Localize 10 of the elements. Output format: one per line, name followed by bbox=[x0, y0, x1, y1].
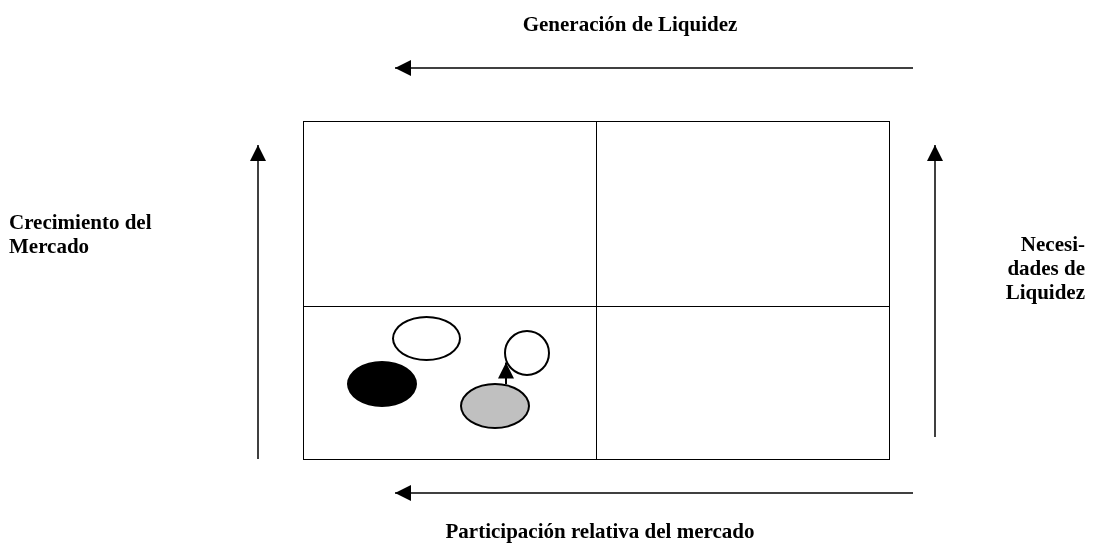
axis-title: Necesi- dades de Liquidez bbox=[1004, 232, 1085, 304]
quadrant-box bbox=[303, 306, 597, 460]
quadrant-box bbox=[303, 121, 597, 307]
axis-title: Participación relativa del mercado bbox=[444, 519, 756, 543]
quadrant-box bbox=[596, 121, 890, 307]
arrow bbox=[498, 361, 514, 386]
axis-title: Crecimiento del Mercado bbox=[9, 210, 153, 258]
axis-title: Generación de Liquidez bbox=[521, 12, 739, 36]
circle-shape bbox=[503, 329, 550, 376]
quadrant-box bbox=[596, 306, 890, 460]
